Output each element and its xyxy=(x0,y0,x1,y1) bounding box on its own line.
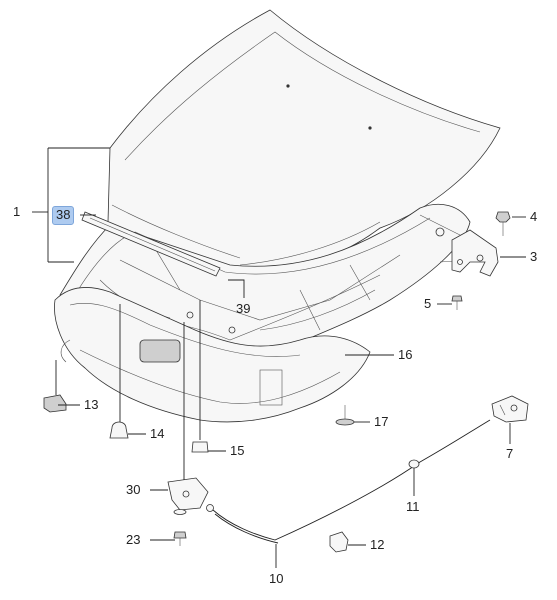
cable-clip xyxy=(329,531,349,553)
part-label-13: 13 xyxy=(84,397,99,412)
part-label-16: 16 xyxy=(398,347,413,362)
part-label-7: 7 xyxy=(506,446,514,461)
hood-insulator-pad xyxy=(54,287,371,423)
hood-bumper-14 xyxy=(109,421,129,439)
part-label-15: 15 xyxy=(230,443,245,458)
part-label-14: 14 xyxy=(150,426,165,441)
part-label-17: 17 xyxy=(374,414,389,429)
part-label-3: 3 xyxy=(530,249,538,264)
release-cable xyxy=(212,419,491,544)
part-label-12: 12 xyxy=(370,537,385,552)
latch-bolt xyxy=(173,531,187,546)
hood-hinge xyxy=(451,229,499,277)
hinge-bolt-upper xyxy=(495,211,511,236)
part-label-11: 11 xyxy=(406,499,420,514)
part-label-39: 39 xyxy=(236,301,251,316)
weatherstrip-seal xyxy=(81,211,221,277)
hood-bumper-15 xyxy=(191,441,209,453)
part-label-23: 23 xyxy=(126,532,141,547)
release-handle xyxy=(491,395,529,423)
hinge-bolt-lower xyxy=(451,295,463,310)
part-label-30: 30 xyxy=(126,482,141,497)
cable-grommet xyxy=(408,459,420,469)
part-label-5: 5 xyxy=(424,296,432,311)
part-label-1: 1 xyxy=(13,204,21,219)
hood-bumper-13 xyxy=(43,394,67,413)
part-label-38[interactable]: 38 xyxy=(52,206,75,225)
part-label-10: 10 xyxy=(269,571,284,586)
insulator-clip-17 xyxy=(335,405,355,426)
part-label-4: 4 xyxy=(530,209,538,224)
leader-lines xyxy=(32,147,526,568)
hood-latch xyxy=(167,477,214,515)
